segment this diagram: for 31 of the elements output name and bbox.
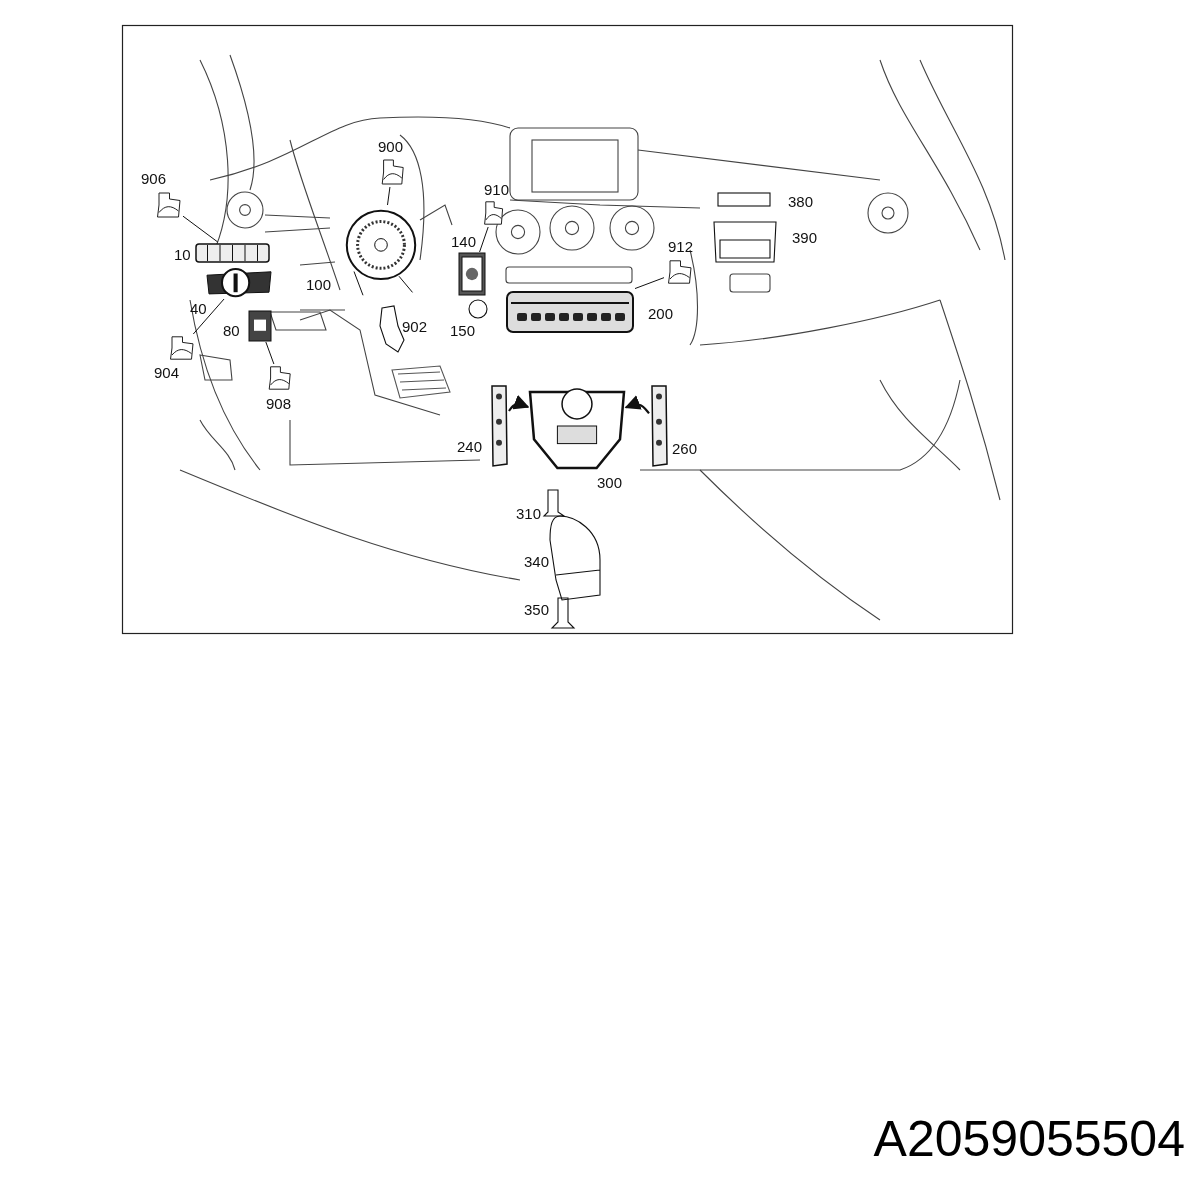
leader-line xyxy=(182,215,219,243)
callout-number: 80 xyxy=(223,322,240,339)
leader-line xyxy=(265,341,275,365)
leader-line xyxy=(634,277,665,290)
callout-number: 310 xyxy=(516,505,542,522)
callout-number: 390 xyxy=(792,229,818,246)
callout-number: 200 xyxy=(648,305,674,322)
callout-number: 380 xyxy=(788,193,814,210)
callout-number: 300 xyxy=(597,474,623,491)
callout-number: 906 xyxy=(141,170,167,187)
arrow xyxy=(508,394,530,412)
callout-number: 910 xyxy=(484,181,510,198)
callout-number: 100 xyxy=(306,276,332,293)
callout-number: 908 xyxy=(266,395,292,412)
arrow xyxy=(624,395,650,415)
callout-number: 240 xyxy=(457,438,483,455)
callout-number: 900 xyxy=(378,138,404,155)
callout-number: 260 xyxy=(672,440,698,457)
callout-number: 350 xyxy=(524,601,550,618)
callout-number: 340 xyxy=(524,553,550,570)
callout-number: 150 xyxy=(450,322,476,339)
part-number-title: A2059055504 xyxy=(873,1110,1185,1168)
leader-line xyxy=(479,226,489,253)
callout-number: 912 xyxy=(668,238,694,255)
leader-line xyxy=(387,186,391,206)
callout-number: 902 xyxy=(402,318,428,335)
callout-number: 904 xyxy=(154,364,180,381)
callout-number: 40 xyxy=(190,300,207,317)
callout-number: 10 xyxy=(174,246,191,263)
leader-line xyxy=(192,298,225,335)
callout-number: 140 xyxy=(451,233,477,250)
